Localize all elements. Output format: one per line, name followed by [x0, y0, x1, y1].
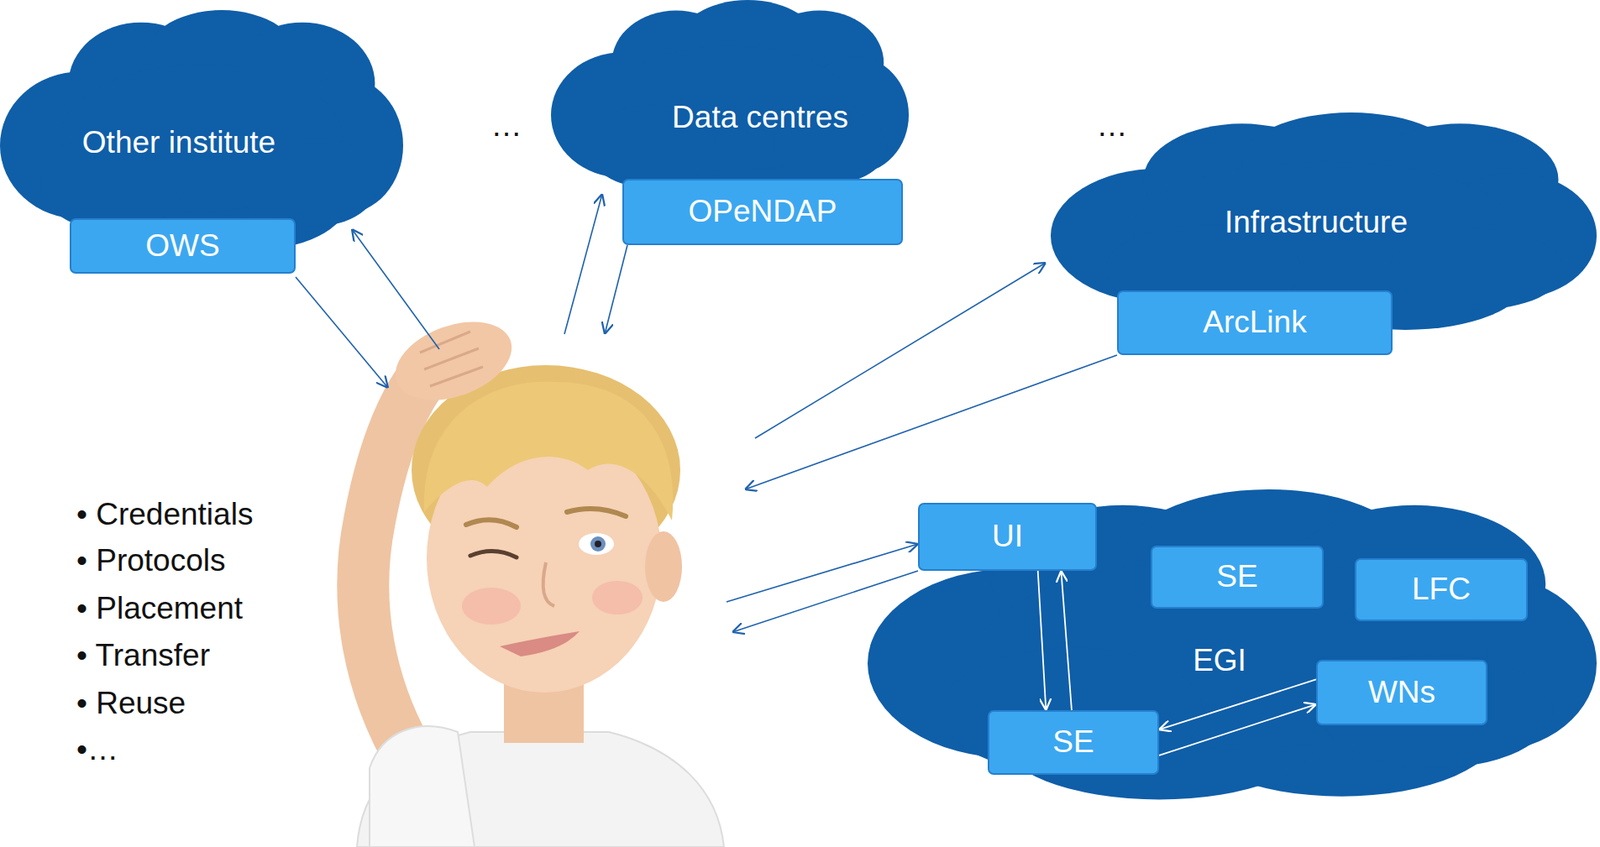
- boy-eye: [470, 550, 517, 558]
- boy-cheek: [461, 587, 521, 625]
- boy-sleeve: [369, 726, 475, 847]
- boy-nose: [543, 562, 555, 607]
- ellipsis-mark: …: [1096, 108, 1128, 145]
- service-box: LFC: [1354, 558, 1528, 622]
- bullet-item: • Placement: [76, 591, 243, 628]
- request-arrow: [351, 229, 440, 350]
- connector-arrow: [1159, 679, 1317, 730]
- box-label: ArcLink: [1202, 304, 1307, 341]
- cloud-lobe: [940, 648, 1203, 776]
- cloud-region: Data centresOPeNDAP: [550, 0, 909, 210]
- request-arrow: [744, 355, 1118, 490]
- cloud-lobe: [604, 46, 856, 172]
- service-box: SE: [987, 710, 1160, 776]
- cloud-lobe: [141, 10, 303, 119]
- cloud-lobe: [1133, 162, 1516, 297]
- cloud-lobe: [611, 10, 740, 116]
- boy-hand: [384, 307, 523, 415]
- region-title: EGI: [1192, 643, 1247, 680]
- boy-iris: [590, 536, 606, 552]
- connector-arrow: [1038, 571, 1047, 711]
- boy-cheek: [592, 581, 643, 615]
- cloud-lobe: [60, 63, 343, 212]
- connector-arrow: [1159, 704, 1317, 756]
- service-box: OPeNDAP: [622, 178, 903, 246]
- boy-arm: [362, 361, 437, 761]
- boy-fingers: [419, 331, 483, 387]
- box-label: OWS: [145, 228, 220, 265]
- service-box: WNs: [1316, 660, 1488, 726]
- request-arrow: [732, 571, 919, 633]
- service-box: OWS: [69, 218, 296, 274]
- cloud-region: Other instituteOWS: [0, 10, 404, 257]
- boy-illustration: [356, 307, 724, 847]
- boy-mouth: [499, 631, 580, 657]
- service-box: UI: [918, 503, 1097, 572]
- bullet-item: •…: [76, 732, 119, 769]
- boy-ear: [645, 531, 682, 603]
- cloud-region: EGIUISELFCWNsSE: [867, 489, 1597, 807]
- request-arrow: [755, 262, 1046, 439]
- cloud-lobe: [755, 10, 884, 116]
- boy-pupil: [594, 540, 602, 548]
- bullet-item: • Transfer: [76, 638, 210, 675]
- ellipsis-mark: …: [491, 108, 523, 145]
- boy-fringe: [424, 382, 673, 521]
- request-arrow: [564, 194, 603, 335]
- bullet-item: • Protocols: [76, 543, 226, 580]
- region-title: Other institute: [82, 125, 276, 162]
- cloud-lobe: [676, 0, 819, 93]
- boy-eyebrow: [466, 519, 517, 528]
- service-box: ArcLink: [1117, 290, 1393, 356]
- boy-eye: [578, 533, 614, 556]
- box-label: UI: [991, 519, 1023, 556]
- connector-arrow: [1060, 571, 1072, 711]
- request-arrow: [604, 245, 628, 335]
- cloud-lobe: [282, 76, 404, 215]
- request-arrow: [295, 277, 389, 389]
- region-title: Infrastructure: [1224, 204, 1408, 242]
- request-arrow: [726, 544, 919, 603]
- box-label: SE: [1052, 724, 1094, 761]
- user-arrows: [295, 194, 1118, 633]
- cloud-lobe: [1242, 112, 1461, 211]
- service-box: SE: [1150, 545, 1324, 609]
- cloud-lobe: [1389, 229, 1564, 310]
- cloud-region: InfrastructureArcLink: [1050, 112, 1597, 337]
- box-label: SE: [1216, 559, 1258, 596]
- bullet-item: • Credentials: [76, 497, 253, 534]
- bullet-item: • Reuse: [76, 686, 186, 723]
- cloud-lobe: [1180, 657, 1502, 798]
- boy-eyebrow: [566, 508, 626, 517]
- region-title: Data centres: [671, 99, 849, 137]
- box-label: WNs: [1368, 675, 1436, 712]
- box-label: OPeNDAP: [688, 194, 838, 231]
- cloud-lobe: [1432, 173, 1597, 300]
- box-label: LFC: [1411, 571, 1471, 609]
